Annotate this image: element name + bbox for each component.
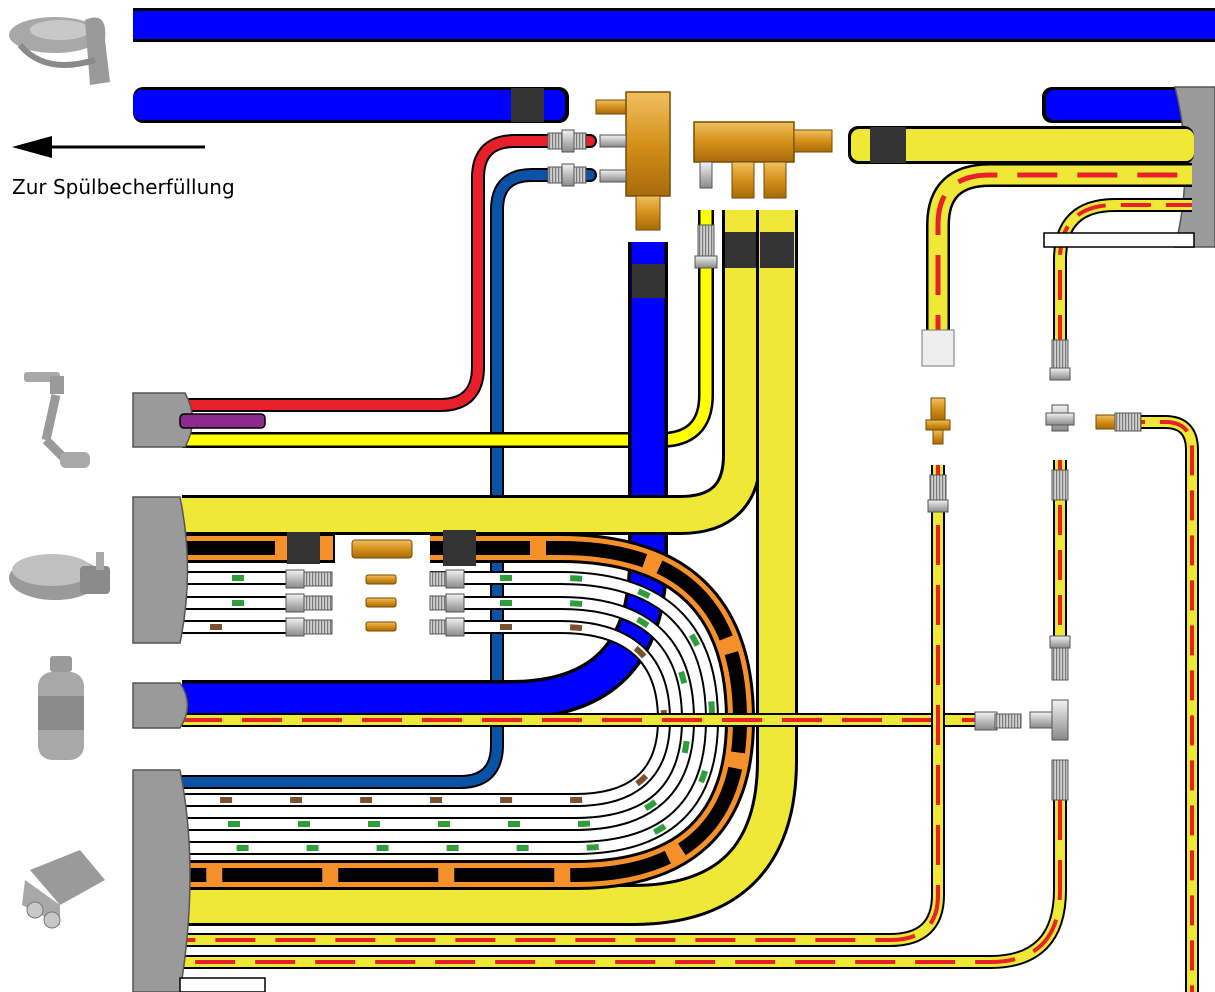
yellow-hose-large-middle — [182, 210, 759, 515]
water-supply-hose-right — [1042, 87, 1192, 123]
brass-distributor-right — [694, 122, 832, 198]
brass-distributor-left — [596, 92, 670, 230]
yellow-hose-top-horizontal — [848, 126, 1194, 164]
main-water-supply-hose — [133, 8, 1215, 42]
foot-control-icon — [9, 552, 110, 600]
suction-line-far-right — [1115, 422, 1192, 992]
water-supply-hose-left — [133, 87, 569, 123]
flow-direction-label: Zur Spülbecherfüllung — [12, 175, 235, 199]
thin-yellow-connector — [695, 225, 717, 268]
spittoon-icon — [9, 17, 110, 85]
flow-direction-arrow — [12, 136, 205, 158]
suction-unit-icon — [22, 850, 105, 928]
water-bottle-icon — [38, 656, 84, 760]
suction-connectors — [926, 340, 1141, 800]
bundle-brass-adapters — [352, 540, 412, 631]
instrument-arm-icon — [24, 372, 90, 468]
bundle-connectors-right — [430, 570, 464, 636]
white-hose-right — [1044, 233, 1194, 247]
white-hose-stub — [180, 978, 265, 992]
blue-hose-connector — [548, 164, 586, 186]
bundle-connectors-left — [286, 570, 332, 636]
left-conduit-sleeves — [133, 393, 193, 992]
suction-line-right-loop — [1060, 205, 1192, 345]
red-hose-connector — [548, 130, 586, 152]
purple-hose-stub — [180, 414, 265, 428]
